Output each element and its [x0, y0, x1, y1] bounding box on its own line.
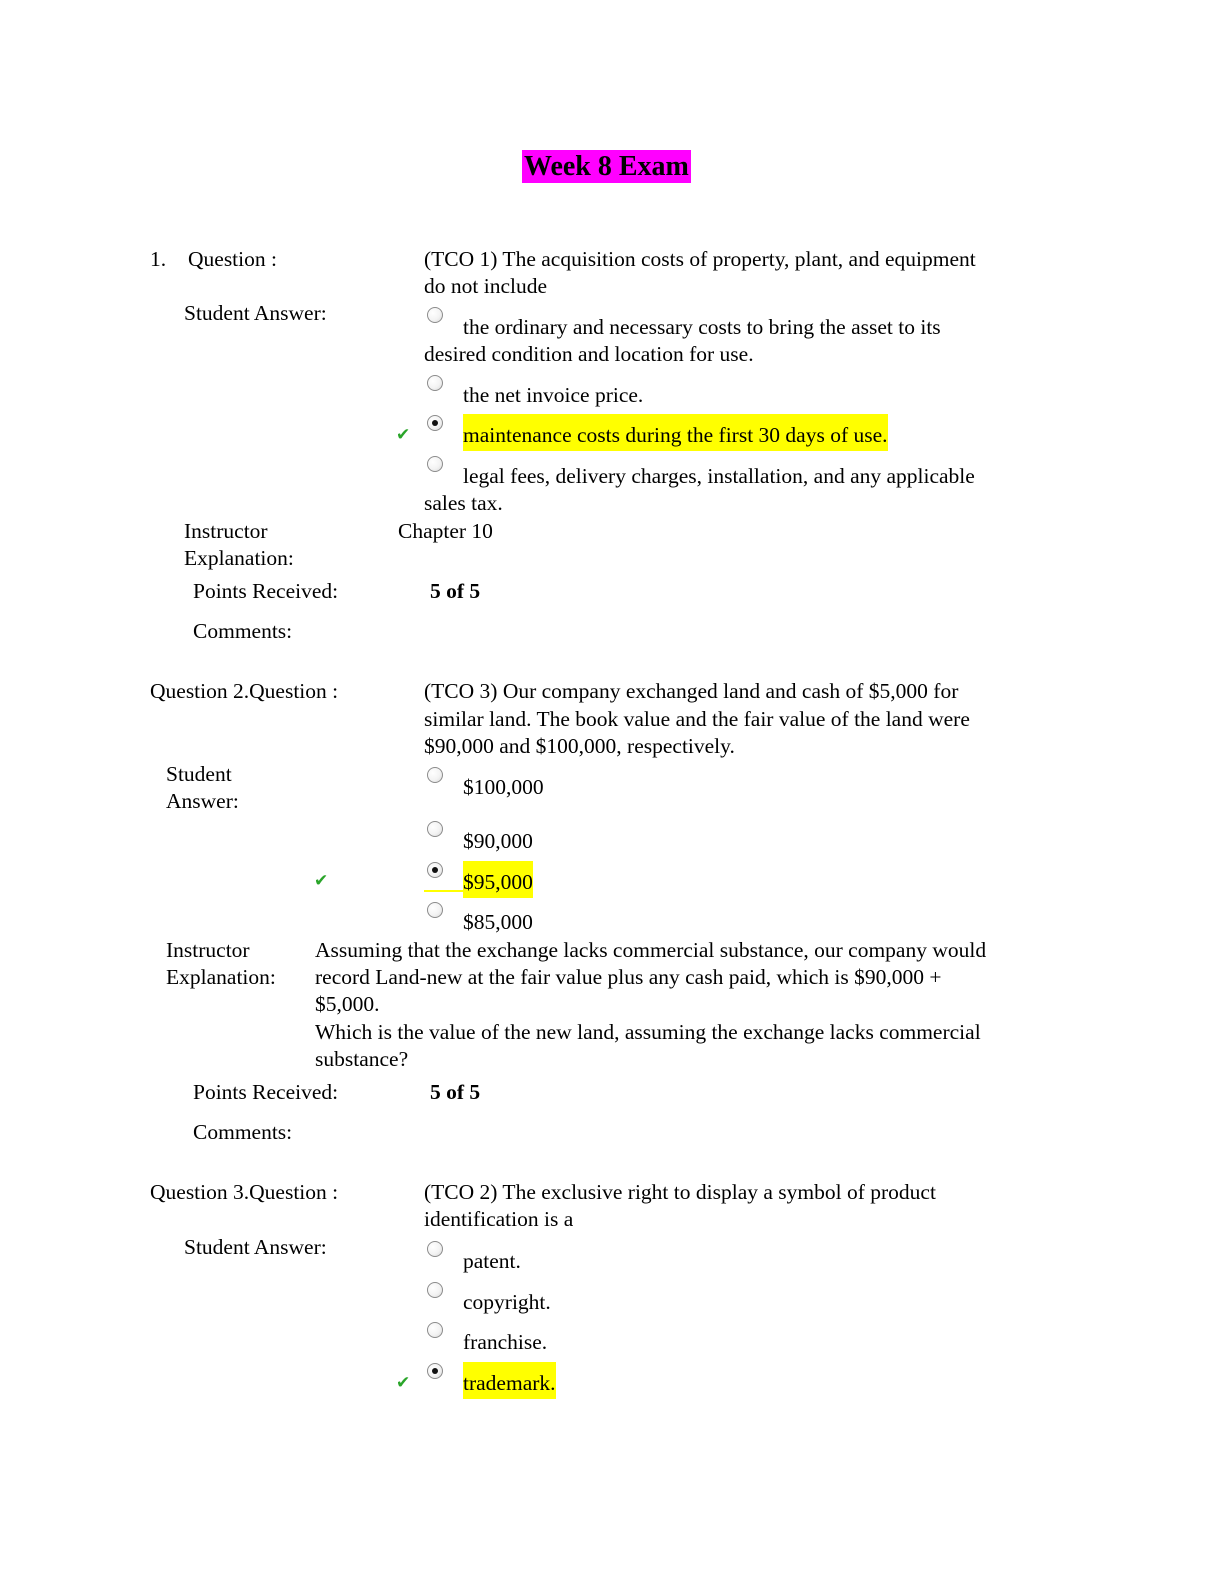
q2-explanation-line-3: $5,000.	[315, 992, 380, 1016]
q1-option-4-line-1: legal fees, delivery charges, installati…	[463, 464, 975, 488]
q1-option-4-radio-icon[interactable]	[427, 456, 443, 472]
question-1-text-line-2: do not include	[424, 274, 548, 298]
question-1-number: 1.	[150, 247, 167, 271]
q1-option-3-label: maintenance costs during the first 30 da…	[463, 414, 888, 451]
q1-points-label: Points Received:	[193, 579, 339, 603]
q1-points-value: 5 of 5	[430, 579, 481, 603]
q2-option-3-underline	[424, 890, 464, 892]
q2-comments-label: Comments:	[193, 1120, 293, 1144]
q1-option-1-line-2: desired condition and location for use.	[424, 342, 754, 366]
question-2-text-line-1: (TCO 3) Our company exchanged land and c…	[424, 679, 959, 703]
question-3-text-line-1: (TCO 2) The exclusive right to display a…	[424, 1180, 936, 1204]
question-3-header: Question 3.Question :	[150, 1180, 339, 1204]
q2-explanation-line-1: Assuming that the exchange lacks commerc…	[315, 938, 987, 962]
q2-points-label: Points Received:	[193, 1080, 339, 1104]
question-3-text-line-2: identification is a	[424, 1207, 574, 1231]
question-2-text-line-2: similar land. The book value and the fai…	[424, 707, 970, 731]
q2-option-2-label: $90,000	[463, 829, 533, 853]
q1-explanation-label: Explanation:	[184, 546, 294, 570]
q2-option-1-label: $100,000	[463, 775, 544, 799]
q3-student-answer-label: Student Answer:	[184, 1235, 327, 1259]
q2-correct-checkmark-icon: ✔	[314, 871, 329, 891]
q1-instructor-label: Instructor	[184, 519, 268, 543]
q3-option-1-radio-icon[interactable]	[427, 1241, 443, 1257]
q1-explanation-text: Chapter 10	[398, 519, 493, 543]
q1-option-2-radio-icon[interactable]	[427, 375, 443, 391]
q1-correct-checkmark-icon: ✔	[396, 425, 411, 445]
q2-explanation-line-5: substance?	[315, 1047, 409, 1071]
q1-option-1-line-1: the ordinary and necessary costs to brin…	[463, 315, 941, 339]
question-2-header: Question 2.Question :	[150, 679, 339, 703]
question-1-text-line-1: (TCO 1) The acquisition costs of propert…	[424, 247, 976, 271]
question-1-label: Question :	[188, 247, 277, 271]
q2-option-4-radio-icon[interactable]	[427, 902, 443, 918]
q2-student-label: Student	[166, 762, 232, 786]
q2-explanation-label: Explanation:	[166, 965, 276, 989]
q2-instructor-label: Instructor	[166, 938, 250, 962]
q1-option-3-highlight: maintenance costs during the first 30 da…	[463, 409, 933, 451]
q1-option-4-line-2: sales tax.	[424, 491, 503, 515]
q3-option-4-label: trademark.	[463, 1362, 556, 1399]
q3-option-4-highlight: trademark.	[463, 1357, 556, 1399]
q2-option-4-label: $85,000	[463, 910, 533, 934]
q3-option-2-radio-icon[interactable]	[427, 1282, 443, 1298]
question-1-student-answer-label: Student Answer:	[184, 301, 327, 325]
q3-option-3-label: franchise.	[463, 1330, 548, 1354]
page-title: Week 8 Exam	[522, 150, 691, 183]
q2-answer-label: Answer:	[166, 789, 239, 813]
q3-correct-checkmark-icon: ✔	[396, 1373, 411, 1393]
q2-points-value: 5 of 5	[430, 1080, 481, 1104]
q2-option-3-label: $95,000	[463, 861, 533, 898]
q1-option-2-label: the net invoice price.	[463, 383, 644, 407]
q1-comments-label: Comments:	[193, 619, 293, 643]
q2-option-2-radio-icon[interactable]	[427, 821, 443, 837]
q1-option-3-radio-icon-selected[interactable]	[427, 415, 443, 431]
q2-option-1-radio-icon[interactable]	[427, 767, 443, 783]
q2-explanation-line-2: record Land-new at the fair value plus a…	[315, 965, 942, 989]
question-2-text-line-3: $90,000 and $100,000, respectively.	[424, 734, 735, 758]
q3-option-3-radio-icon[interactable]	[427, 1322, 443, 1338]
q2-explanation-line-4: Which is the value of the new land, assu…	[315, 1020, 981, 1044]
q2-option-3-radio-icon-selected[interactable]	[427, 862, 443, 878]
q3-option-4-radio-icon-selected[interactable]	[427, 1363, 443, 1379]
q1-option-1-radio-icon[interactable]	[427, 307, 443, 323]
q3-option-2-label: copyright.	[463, 1290, 551, 1314]
q3-option-1-label: patent.	[463, 1249, 521, 1273]
q2-option-3-highlight: $95,000	[463, 856, 533, 898]
